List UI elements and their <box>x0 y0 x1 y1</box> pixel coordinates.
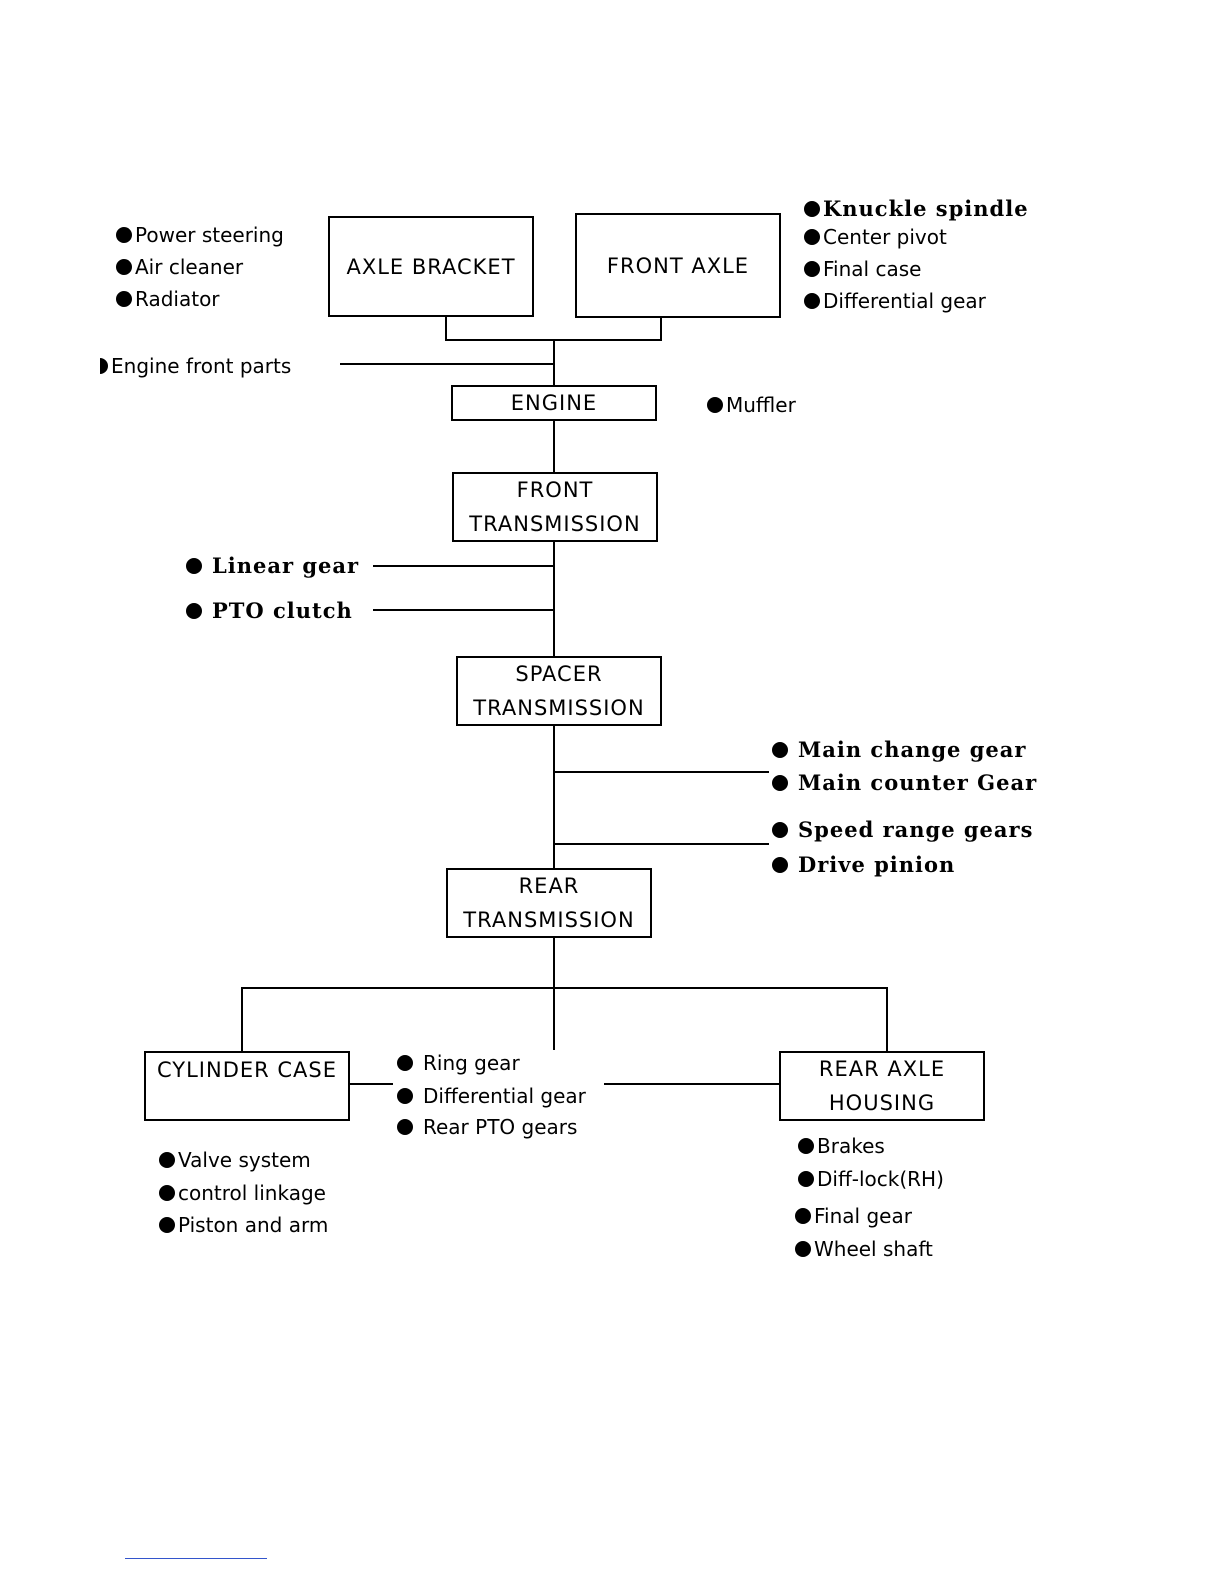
bullet-icon <box>804 261 820 277</box>
front-axle-box: FRONT AXLE <box>575 213 781 318</box>
rear-axle-housing-box: REAR AXLE HOUSING <box>779 1051 985 1121</box>
bullet-icon <box>795 1208 811 1224</box>
connector-line <box>553 725 555 870</box>
bullet-icon <box>397 1055 413 1071</box>
part-label: Linear gear <box>186 554 359 578</box>
part-label: Knuckle spindle <box>804 197 1029 221</box>
bullet-icon <box>772 822 788 838</box>
connector-line <box>553 771 769 773</box>
connector-line <box>340 363 554 365</box>
part-label: Final case <box>804 257 921 281</box>
bullet-icon <box>159 1185 175 1201</box>
cylinder-case-box: CYLINDER CASE <box>144 1051 350 1121</box>
rear-transmission-box: REAR TRANSMISSION <box>446 868 652 938</box>
front-transmission-box: FRONT TRANSMISSION <box>452 472 658 542</box>
axle-bracket-box: AXLE BRACKET <box>328 216 534 317</box>
connector-line <box>445 316 447 340</box>
bullet-icon <box>798 1138 814 1154</box>
connector-line <box>660 317 662 340</box>
part-label: Drive pinion <box>772 853 955 877</box>
bullet-icon <box>186 603 202 619</box>
connector-line <box>241 987 888 989</box>
bullet-icon <box>397 1088 413 1104</box>
part-label: Final gear <box>795 1204 912 1228</box>
box-label: TRANSMISSION <box>469 512 641 536</box>
part-label: Main change gear <box>772 738 1026 762</box>
part-label: Speed range gears <box>772 818 1033 842</box>
box-label: SPACER <box>515 662 603 686</box>
bullet-icon <box>798 1171 814 1187</box>
part-label: Center pivot <box>804 225 947 249</box>
bullet-icon <box>772 857 788 873</box>
part-label: Engine front parts <box>100 354 291 378</box>
bullet-icon <box>100 358 108 374</box>
bullet-icon <box>804 201 820 217</box>
box-label: AXLE BRACKET <box>346 254 516 279</box>
spacer-transmission-box: SPACER TRANSMISSION <box>456 656 662 726</box>
bullet-icon <box>804 293 820 309</box>
part-label: Power steering <box>116 223 284 247</box>
connector-line <box>373 565 554 567</box>
connector-line <box>886 987 888 1052</box>
connector-line <box>553 420 555 473</box>
connector-line <box>349 1083 393 1085</box>
bullet-icon <box>186 558 202 574</box>
bullet-icon <box>116 291 132 307</box>
connector-line <box>241 987 243 1052</box>
box-label: FRONT AXLE <box>606 253 750 278</box>
box-label: TRANSMISSION <box>463 908 635 932</box>
box-label: REAR AXLE <box>818 1057 946 1081</box>
box-label: HOUSING <box>828 1091 936 1115</box>
part-label: Air cleaner <box>116 255 243 279</box>
bullet-icon <box>159 1217 175 1233</box>
bullet-icon <box>772 775 788 791</box>
part-label: Radiator <box>116 287 220 311</box>
bullet-icon <box>159 1152 175 1168</box>
box-label: REAR <box>518 874 580 898</box>
box-label: ENGINE <box>510 391 598 415</box>
bullet-icon <box>804 229 820 245</box>
part-label: Muffler <box>707 393 796 417</box>
box-label: CYLINDER CASE <box>156 1058 338 1082</box>
bullet-icon <box>772 742 788 758</box>
connector-line <box>553 843 769 845</box>
part-label: Differential gear <box>804 289 986 313</box>
connector-line <box>553 541 555 657</box>
bullet-icon <box>397 1119 413 1135</box>
bullet-icon <box>795 1241 811 1257</box>
part-label: Piston and arm <box>159 1213 328 1237</box>
connector-line <box>373 609 554 611</box>
part-label: Differential gear <box>397 1084 586 1108</box>
bullet-icon <box>707 397 723 413</box>
bullet-icon <box>116 259 132 275</box>
part-label: Valve system <box>159 1148 311 1172</box>
part-label: Brakes <box>798 1134 885 1158</box>
part-label: PTO clutch <box>186 599 353 623</box>
footer-rule <box>125 1558 267 1559</box>
connector-line <box>553 339 555 386</box>
connector-line <box>553 937 555 1050</box>
part-label: Diff-lock(RH) <box>798 1167 944 1191</box>
connector-line <box>604 1083 780 1085</box>
part-label: Wheel shaft <box>795 1237 933 1261</box>
part-label: Rear PTO gears <box>397 1115 577 1139</box>
box-label: TRANSMISSION <box>473 696 645 720</box>
part-label: Ring gear <box>397 1051 520 1075</box>
part-label: control linkage <box>159 1181 326 1205</box>
engine-box: ENGINE <box>451 385 657 421</box>
part-label: Main counter Gear <box>772 771 1037 795</box>
bullet-icon <box>116 227 132 243</box>
box-label: FRONT <box>516 478 594 502</box>
